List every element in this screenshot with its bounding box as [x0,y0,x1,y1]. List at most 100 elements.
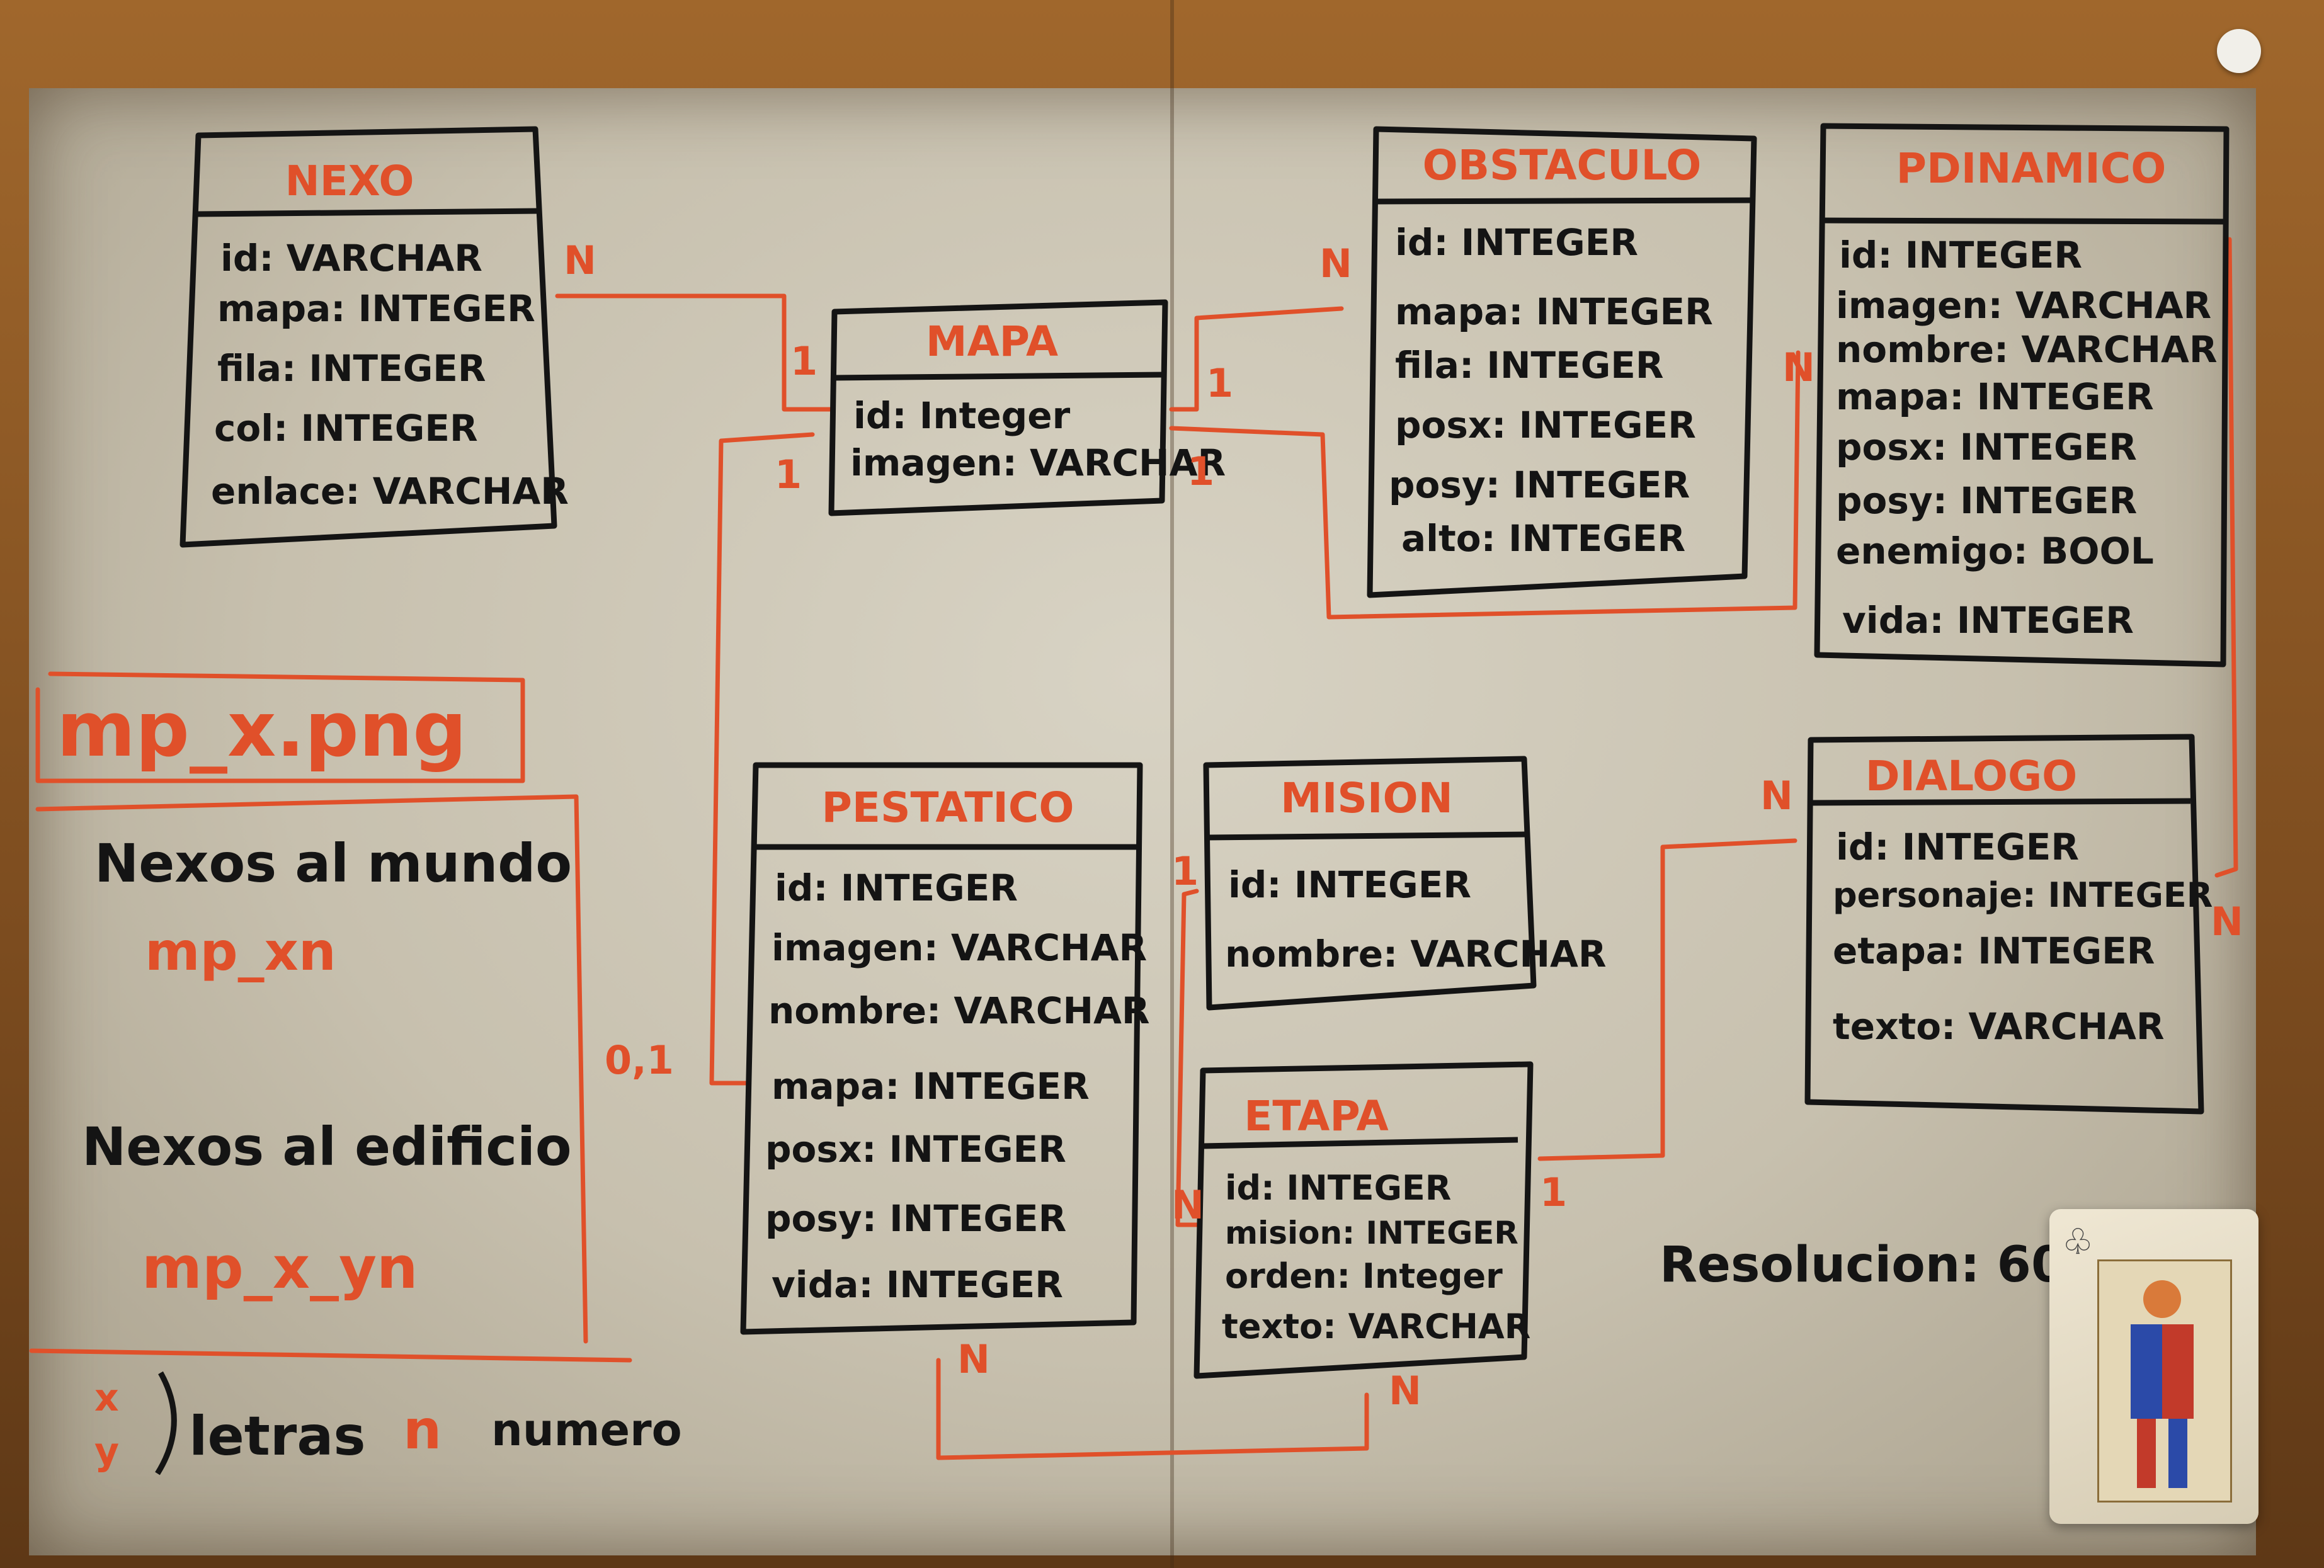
table-obstaculo-fields: id: INTEGER mapa: INTEGER fila: INTEGER … [1389,221,1713,560]
field: imagen: VARCHAR [772,926,1147,969]
field: etapa: INTEGER [1833,929,2155,972]
note-building-pattern: mp_x_yn [142,1234,418,1302]
field: nombre: VARCHAR [1225,933,1607,975]
rel-mapa-pdinamico [1169,350,1801,620]
whiteboard-surface [29,88,2256,1555]
note-filename: mp_x.png [57,686,467,774]
table-pdinamico-divider [1821,217,2226,225]
field: id: INTEGER [1395,221,1638,264]
table-etapa-box [1193,1061,1534,1379]
field: posy: INTEGER [1836,479,2137,522]
field: id: Integer [853,394,1071,437]
field: vida: INTEGER [772,1263,1063,1306]
magnet-pin-icon [2217,29,2261,73]
table-title-nexo: NEXO [285,157,414,205]
field: alto: INTEGER [1401,517,1685,560]
field: fila: INTEGER [1395,344,1664,387]
cardinality-labels: N 1 1 N 1 1 N N N 0,1 N 1 N N 1 [564,237,2243,1414]
table-pestatico-fields: id: INTEGER imagen: VARCHAR nombre: VARC… [765,866,1150,1306]
field: nombre: VARCHAR [768,989,1150,1032]
joker-leg-left [2137,1419,2156,1488]
legend-letters: letras [189,1405,366,1468]
field: mapa: INTEGER [217,287,535,330]
card-dial-n: N [1760,773,1793,819]
field: id: INTEGER [1839,234,2082,276]
field: personaje: INTEGER [1833,875,2213,915]
card-pdin-n2: N [2211,899,2243,945]
field: vida: INTEGER [1842,599,2134,642]
card-pest-n: N [957,1336,990,1382]
note-building-label: Nexos al edificio [82,1116,572,1178]
table-title-mision: MISION [1280,774,1453,822]
table-title-dialogo: DIALOGO [1865,752,2078,800]
relationship-lines [29,237,2238,1460]
field: posx: INTEGER [1395,404,1696,446]
table-nexo-fields: id: VARCHAR mapa: INTEGER fila: INTEGER … [211,237,569,513]
card-etapa-n: N [1389,1368,1421,1414]
field: enlace: VARCHAR [211,470,569,513]
table-mapa-box [828,299,1168,516]
legend-bracket [155,1371,177,1475]
field: texto: VARCHAR [1833,1005,2165,1048]
table-title-pdinamico: PDINAMICO [1896,144,2167,193]
note-resolution: Resolucion: 60 [1660,1237,2065,1293]
board-seam [1170,0,1174,1568]
legend-n: n [403,1399,441,1462]
legend-y: y [94,1429,119,1474]
field: mapa: INTEGER [1836,375,2154,418]
table-etapa-fields: id: INTEGER mision: INTEGER orden: Integ… [1222,1168,1530,1346]
table-title-pestatico: PESTATICO [822,783,1074,832]
field: id: INTEGER [775,866,1018,909]
field: posx: INTEGER [765,1128,1066,1171]
table-title-etapa: ETAPA [1244,1092,1388,1140]
field: texto: VARCHAR [1222,1307,1530,1346]
note-world-label: Nexos al mundo [94,832,572,894]
note-world-pattern: mp_xn [145,921,336,982]
card-etapa-1: 1 [1540,1169,1567,1215]
card-mapa-1b: 1 [775,452,802,497]
card-mision-1: 1 [1171,848,1199,894]
field: id: INTEGER [1836,826,2079,868]
table-obstaculo-box [1367,126,1757,598]
card-obst-n: N [1319,241,1352,287]
field: imagen: VARCHAR [850,441,1226,484]
joker-head [2143,1280,2181,1318]
joker-leg-right [2168,1419,2187,1488]
card-nexo-n: N [564,237,596,283]
note-legend: x y letras n numero [94,1371,682,1475]
table-title-mapa: MAPA [926,317,1058,366]
table-mision-fields: id: INTEGER nombre: VARCHAR [1225,863,1607,975]
rel-mision-etapa [1175,889,1202,1227]
table-etapa-divider [1202,1137,1518,1149]
field: orden: Integer [1225,1256,1503,1296]
joker-body [2131,1324,2194,1419]
table-obstaculo-divider [1375,197,1753,205]
field: posy: INTEGER [1389,463,1690,506]
field: posy: INTEGER [765,1197,1066,1240]
rel-pdinamico-dialogo [2214,237,2238,878]
rel-etapa-dialogo [1537,838,1797,1161]
field: id: VARCHAR [220,237,482,280]
filename-box [35,671,525,783]
field: fila: INTEGER [217,347,486,390]
field: enemigo: BOOL [1836,530,2154,572]
table-pdinamico-box [1814,123,2230,668]
field: id: INTEGER [1228,863,1471,906]
card-suit-icon: ♧ [2062,1222,2094,1263]
legend-x: x [94,1376,119,1420]
table-dialogo-fields: id: INTEGER personaje: INTEGER etapa: IN… [1833,826,2213,1048]
joker-card-icon: ♧ [2049,1209,2258,1524]
table-boxes [179,123,2230,1379]
field: nombre: VARCHAR [1836,328,2218,371]
card-pest-01: 0,1 [605,1037,674,1083]
card-mapa-1c: 1 [1206,360,1233,406]
table-mision-divider [1205,831,1526,841]
card-mapa-1a: 1 [790,338,817,384]
card-mapa-1d: 1 [1187,448,1214,494]
table-dialogo-divider [1809,798,2191,806]
rel-nexo-mapa [555,293,834,412]
card-pdin-n: N [1782,344,1815,390]
table-pdinamico-fields: id: INTEGER imagen: VARCHAR nombre: VARC… [1836,234,2218,642]
notes-box [35,794,588,1344]
